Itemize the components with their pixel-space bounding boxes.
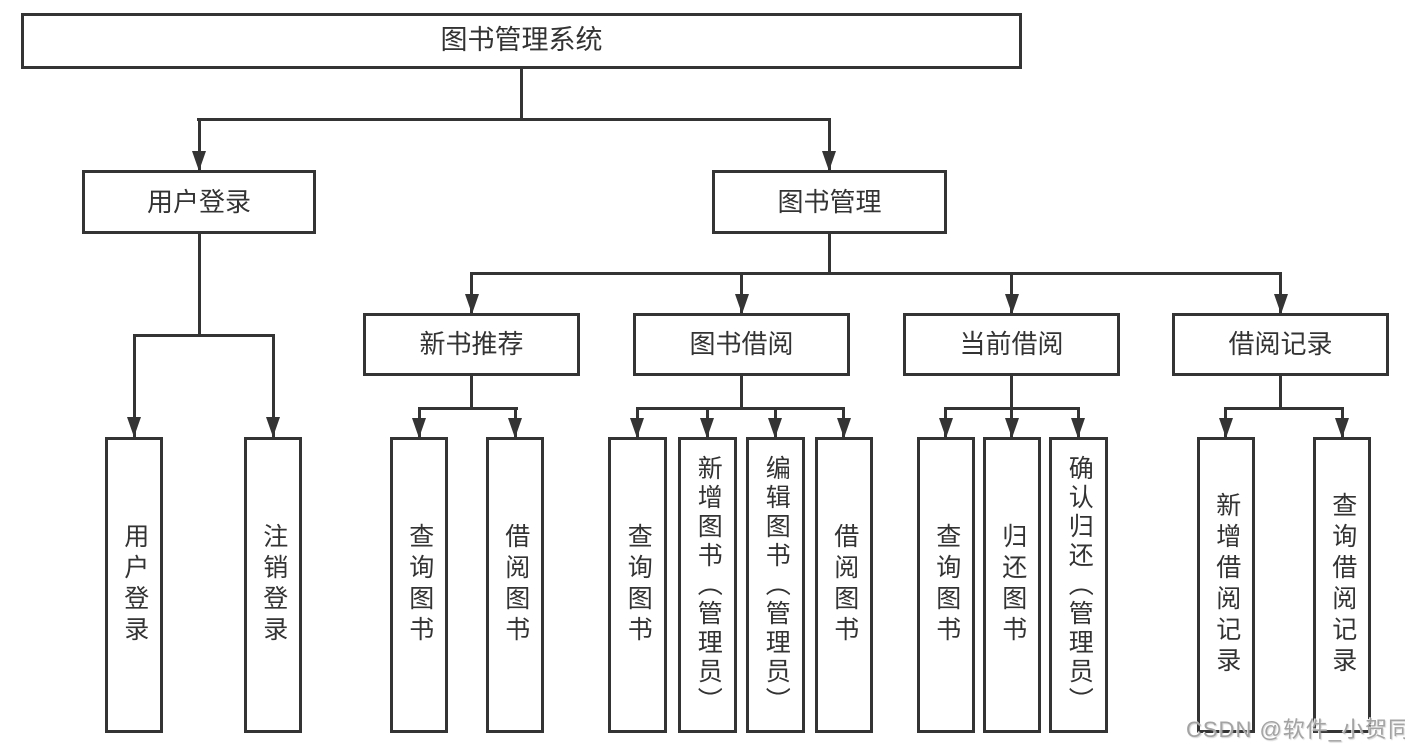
leaf-user-login: 用户登录 bbox=[105, 437, 163, 733]
leaf-add-book-admin: 新增图书（管理员） bbox=[678, 437, 737, 733]
connector-line bbox=[828, 234, 831, 275]
arrowhead-down bbox=[412, 418, 426, 438]
arrowhead-down bbox=[1005, 294, 1019, 314]
arrowhead-down bbox=[700, 418, 714, 438]
connector-line bbox=[470, 272, 1282, 275]
arrowhead-down bbox=[1219, 418, 1233, 438]
leaf-query-borrow-record: 查询借阅记录 bbox=[1313, 437, 1371, 733]
leaf-query-book-borrow: 查询图书 bbox=[608, 437, 667, 733]
node-book-borrow: 图书借阅 bbox=[633, 313, 850, 376]
arrowhead-down bbox=[1071, 418, 1085, 438]
node-current-borrow: 当前借阅 bbox=[903, 313, 1120, 376]
connector-line bbox=[520, 69, 523, 121]
arrowhead-down bbox=[735, 294, 749, 314]
arrowhead-down bbox=[822, 151, 836, 171]
connector-line bbox=[198, 118, 201, 170]
connector-line bbox=[1010, 376, 1013, 410]
leaf-add-borrow-record: 新增借阅记录 bbox=[1197, 437, 1255, 733]
leaf-borrow-book: 借阅图书 bbox=[815, 437, 873, 733]
arrowhead-down bbox=[837, 418, 851, 438]
connector-line bbox=[636, 407, 844, 410]
connector-line bbox=[272, 334, 275, 437]
connector-line bbox=[133, 334, 275, 337]
arrowhead-down bbox=[1335, 418, 1349, 438]
node-root: 图书管理系统 bbox=[21, 13, 1022, 69]
leaf-query-book-recommend: 查询图书 bbox=[390, 437, 448, 733]
leaf-return-book: 归还图书 bbox=[983, 437, 1041, 733]
leaf-borrow-book-recommend: 借阅图书 bbox=[486, 437, 544, 733]
arrowhead-down bbox=[465, 294, 479, 314]
arrowhead-down bbox=[266, 417, 280, 437]
node-book-management: 图书管理 bbox=[712, 170, 947, 234]
connector-line bbox=[828, 118, 831, 170]
arrowhead-down bbox=[127, 417, 141, 437]
leaf-logout: 注销登录 bbox=[244, 437, 302, 733]
connector-line bbox=[1225, 407, 1343, 410]
connector-line bbox=[418, 407, 518, 410]
node-borrow-record: 借阅记录 bbox=[1172, 313, 1389, 376]
connector-line bbox=[133, 334, 136, 437]
arrowhead-down bbox=[508, 418, 522, 438]
csdn-watermark: CSDN @软件_小贺同学 bbox=[1186, 717, 1405, 742]
arrowhead-down bbox=[1274, 294, 1288, 314]
connector-line bbox=[470, 376, 473, 410]
node-new-book-recommend: 新书推荐 bbox=[363, 313, 580, 376]
leaf-edit-book-admin: 编辑图书（管理员） bbox=[746, 437, 805, 733]
connector-line bbox=[197, 118, 831, 121]
connector-line bbox=[1279, 376, 1282, 410]
connector-line bbox=[740, 376, 743, 410]
arrowhead-down bbox=[1005, 418, 1019, 438]
connector-line bbox=[198, 234, 201, 337]
arrowhead-down bbox=[768, 418, 782, 438]
arrowhead-down bbox=[192, 151, 206, 171]
node-user-login: 用户登录 bbox=[82, 170, 316, 234]
arrowhead-down bbox=[939, 418, 953, 438]
leaf-query-book-current: 查询图书 bbox=[917, 437, 975, 733]
leaf-confirm-return-admin: 确认归还（管理员） bbox=[1049, 437, 1108, 733]
arrowhead-down bbox=[630, 418, 644, 438]
